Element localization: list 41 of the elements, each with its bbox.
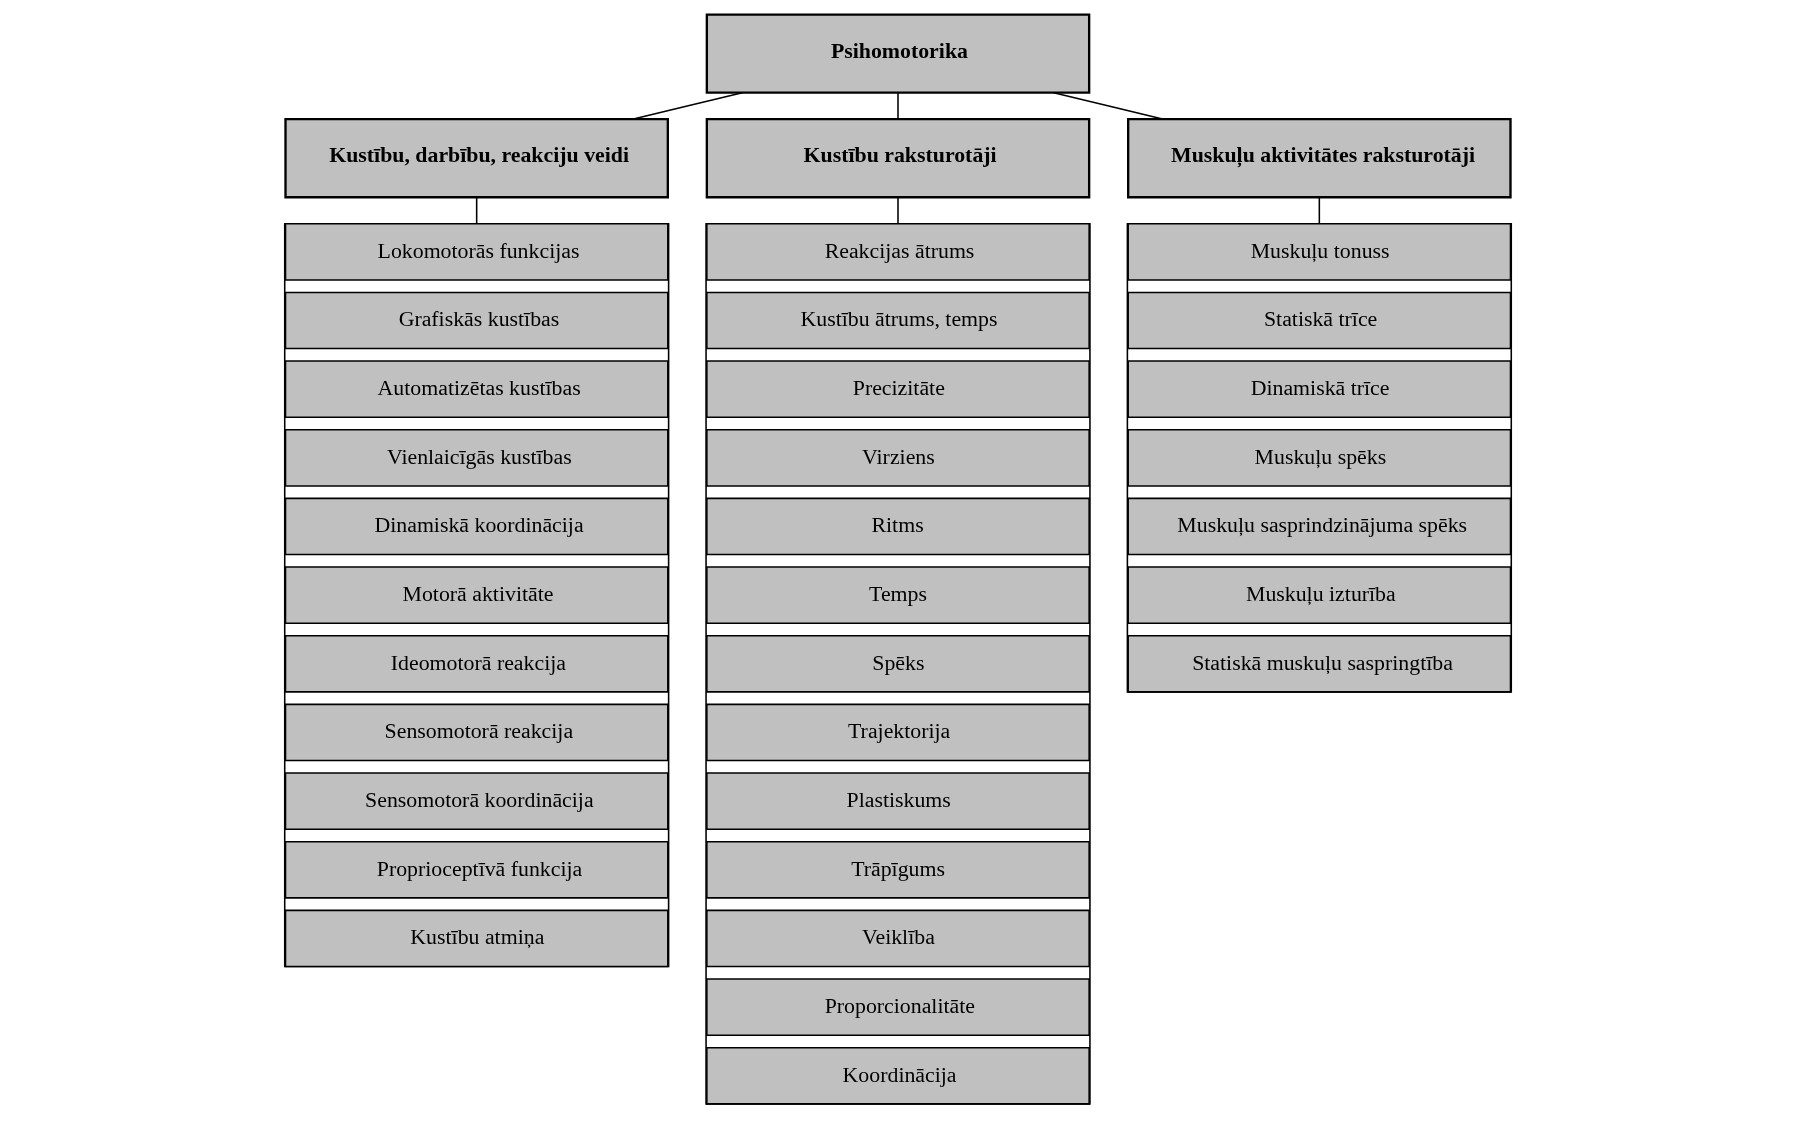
node-box: Sensomotorā koordinācija: [284, 772, 669, 830]
node-box: Temps: [706, 566, 1090, 624]
node-box: Kustību atmiņa: [284, 909, 669, 968]
connector: [1318, 196, 1321, 225]
node-box: Trāpīgums: [706, 840, 1090, 899]
node-box: Precizitāte: [706, 360, 1090, 419]
node-box: Virziens: [706, 428, 1090, 487]
node-box: Vienlaicīgās kustības: [284, 428, 669, 487]
node-box: Proporcionalitāte: [706, 978, 1090, 1036]
node-box: Muskuļu tonuss: [1127, 222, 1512, 281]
node-box: Muskuļu izturība: [1127, 566, 1512, 624]
node-box: Kustību raksturotāji: [705, 118, 1091, 199]
node-box: Trajektorija: [706, 703, 1090, 762]
node-box: Ideomotorā reakcija: [284, 634, 669, 693]
connector: [631, 91, 744, 120]
node-box: Grafiskās kustības: [284, 291, 669, 350]
node-box: Plastiskums: [706, 772, 1090, 830]
node-box: Muskuļu spēks: [1127, 428, 1512, 487]
node-box: Sensomotorā reakcija: [284, 703, 669, 762]
node-box: Muskuļu aktivitātes raksturotāji: [1127, 118, 1512, 199]
connector: [897, 92, 899, 120]
node-box: Motorā aktivitāte: [284, 566, 669, 624]
connector: [897, 196, 899, 225]
node-box: Statiskā trīce: [1127, 291, 1512, 350]
node-box: Muskuļu sasprindzinājuma spēks: [1127, 497, 1512, 556]
node-box: Dinamiskā koordinācija: [284, 497, 669, 556]
node-box: Statiskā muskuļu saspringtība: [1127, 634, 1512, 693]
node-box: Kustību, darbību, reakciju veidi: [284, 118, 669, 199]
node-box: Koordinācija: [706, 1046, 1090, 1105]
node-box: Kustību ātrums, temps: [706, 291, 1090, 350]
node-box: Veiklība: [706, 909, 1090, 968]
node-box: Proprioceptīvā funkcija: [284, 840, 669, 899]
node-box: Ritms: [706, 497, 1090, 556]
node-box: Spēks: [706, 634, 1090, 693]
node-box: Dinamiskā trīce: [1127, 360, 1512, 419]
node-box: Lokomotorās funkcijas: [284, 222, 669, 281]
node-box: Reakcijas ātrums: [706, 222, 1090, 281]
node-box: Automatizētas kustības: [284, 360, 669, 419]
node-box: Psihomotorika: [705, 13, 1091, 94]
connector: [475, 196, 478, 225]
connector: [1052, 91, 1165, 120]
